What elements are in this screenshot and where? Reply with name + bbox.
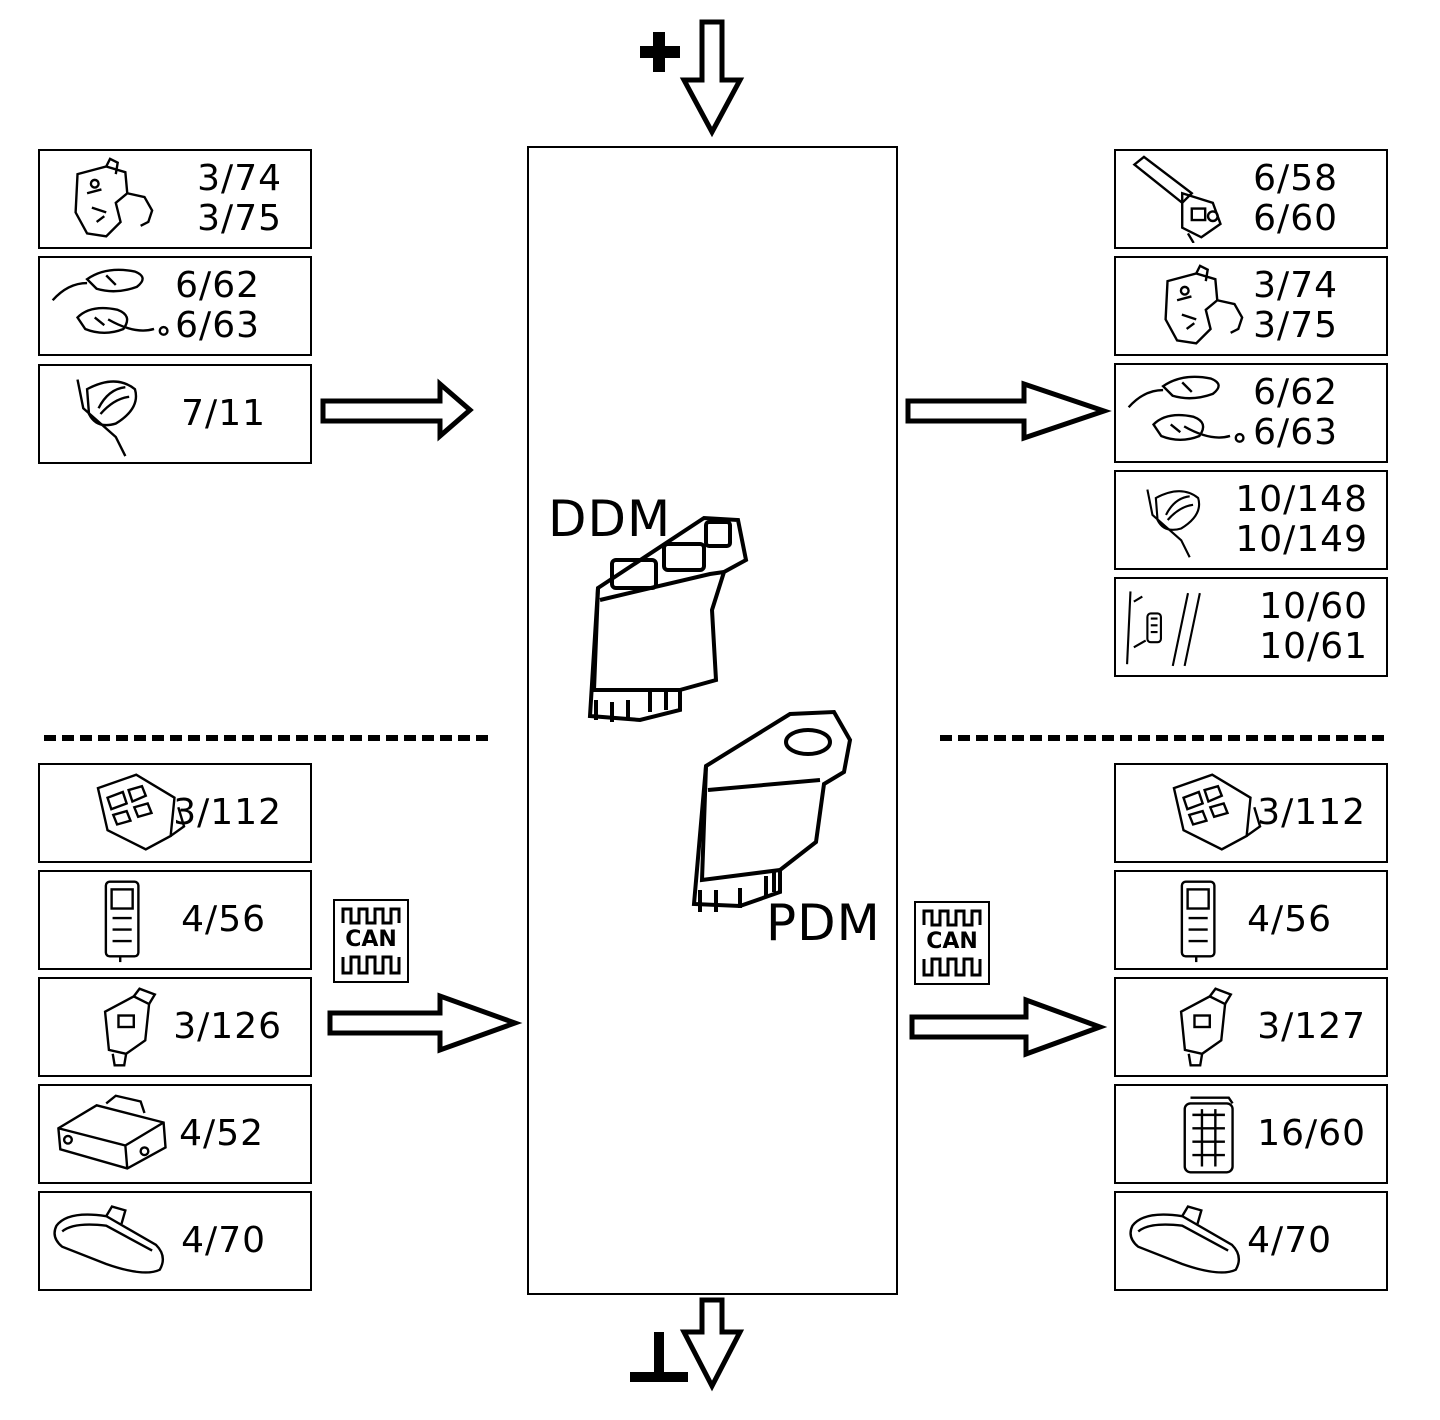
rearview-mirror-icon (1129, 1205, 1241, 1274)
left-can-control-unit: 4/52 (38, 1084, 312, 1184)
power-arrow (679, 19, 745, 138)
door-lock-icon (1164, 264, 1244, 345)
right-can-arrow (909, 996, 1108, 1058)
door-module-system (527, 146, 898, 1295)
part-number: 6/62 (175, 265, 260, 306)
door-module-icon (1179, 987, 1233, 1067)
window-motor-icon (1133, 155, 1222, 243)
left-can-door-module: 3/126 (38, 977, 312, 1077)
part-number: 10/61 (1259, 626, 1368, 667)
mirror-pair-icon (51, 268, 169, 336)
left-can-arrow (327, 992, 523, 1054)
left-can-switch-panel: 3/112 (38, 763, 312, 863)
left-can-small-module: 4/56 (38, 870, 312, 970)
left-input-door-handle: 7/11 (38, 364, 312, 464)
can-text: CAN (926, 929, 978, 954)
part-number: 6/62 (1253, 372, 1338, 413)
right-can-rearview-mirror: 4/70 (1114, 1191, 1388, 1291)
small-module-icon (104, 880, 140, 964)
right-can-switch-panel: 3/112 (1114, 763, 1388, 863)
mirror-pair-icon (1127, 375, 1245, 443)
door-light-icon (1126, 590, 1201, 667)
can-text: CAN (345, 927, 397, 952)
ground-bar (630, 1372, 688, 1382)
ground-arrow (679, 1297, 745, 1392)
part-number: 3/112 (1257, 792, 1366, 833)
part-number: 6/60 (1253, 198, 1338, 239)
can-badge-right: CAN (914, 901, 990, 985)
part-number: 10/149 (1235, 519, 1368, 560)
part-number: 3/75 (1253, 305, 1338, 346)
part-number: 6/58 (1253, 158, 1338, 199)
part-number: 4/52 (179, 1113, 264, 1154)
part-number: 3/74 (197, 158, 282, 199)
door-lock-icon (74, 157, 154, 238)
right-can-relay-module: 16/60 (1114, 1084, 1388, 1184)
pdm-module-drawing (691, 709, 853, 912)
part-number: 6/63 (175, 305, 260, 346)
part-number: 4/56 (181, 899, 266, 940)
part-number: 10/60 (1259, 586, 1368, 627)
can-badge-left: CAN (333, 899, 409, 983)
ddm-label: DDM (548, 490, 672, 548)
door-handle-icon (76, 378, 138, 458)
plus-horizontal (640, 46, 680, 58)
left-separator (44, 735, 488, 741)
right-can-small-module: 4/56 (1114, 870, 1388, 970)
door-handle-icon (1146, 488, 1201, 559)
control-unit-icon (57, 1094, 167, 1170)
can-bus-icon (922, 909, 982, 977)
right-separator (940, 735, 1384, 741)
left-can-rearview-mirror: 4/70 (38, 1191, 312, 1291)
ground-stem (654, 1332, 664, 1376)
part-number: 4/56 (1247, 899, 1332, 940)
rearview-mirror-icon (53, 1205, 165, 1274)
part-number: 3/126 (173, 1006, 282, 1047)
part-number: 3/127 (1257, 1006, 1366, 1047)
part-number: 16/60 (1257, 1113, 1366, 1154)
can-bus-icon (341, 907, 401, 975)
pdm-label: PDM (766, 894, 881, 952)
part-number: 4/70 (181, 1220, 266, 1261)
relay-module-icon (1183, 1096, 1234, 1174)
left-input-arrow (320, 378, 474, 442)
part-number: 6/63 (1253, 412, 1338, 453)
right-can-door-module: 3/127 (1114, 977, 1388, 1077)
part-number: 3/75 (197, 198, 282, 239)
part-number: 7/11 (181, 393, 266, 434)
part-number: 4/70 (1247, 1220, 1332, 1261)
part-number: 10/148 (1235, 479, 1368, 520)
part-number: 3/74 (1253, 265, 1338, 306)
right-output-arrow (905, 380, 1112, 442)
part-number: 3/112 (173, 792, 282, 833)
ddm-module-drawing (587, 515, 749, 723)
